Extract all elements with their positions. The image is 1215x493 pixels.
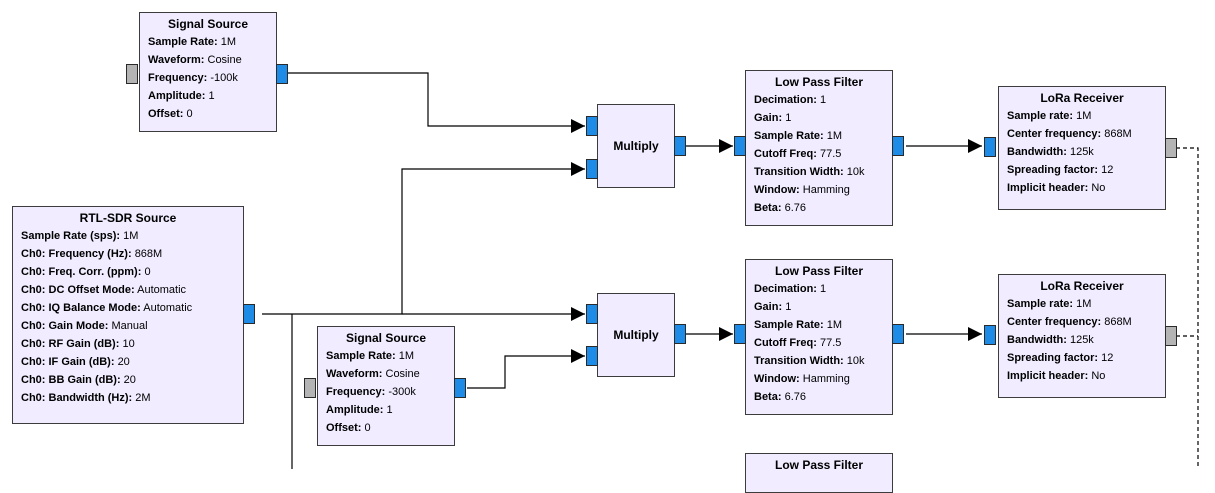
block-title: Low Pass Filter [774, 458, 864, 472]
rtlsdr-output-port[interactable] [243, 304, 255, 324]
lora-receiver-block-2[interactable]: LoRa Receiver Sample rate: 1M Center fre… [998, 274, 1166, 398]
block-title: Low Pass Filter [774, 75, 864, 89]
param-sample-rate: Sample Rate (sps): 1M [21, 230, 139, 242]
param-window: Window: Hamming [754, 184, 850, 196]
param-bandwidth: Bandwidth: 125k [1007, 146, 1094, 158]
lora2-input-port[interactable] [984, 325, 996, 345]
param-transition-width: Transition Width: 10k [754, 355, 865, 367]
param-iq-balance-mode: Ch0: IQ Balance Mode: Automatic [21, 302, 193, 314]
multiply-block-2[interactable]: Multiply [597, 293, 675, 377]
connections-layer [262, 72, 1199, 469]
param-spreading-factor: Spreading factor: 12 [1007, 164, 1114, 176]
param-bandwidth: Bandwidth: 125k [1007, 334, 1094, 346]
param-decimation: Decimation: 1 [754, 94, 827, 106]
lpf1-output-port[interactable] [892, 136, 904, 156]
param-dc-offset-mode: Ch0: DC Offset Mode: Automatic [21, 284, 187, 296]
block-title: Signal Source [167, 17, 249, 31]
param-implicit-header: Implicit header: No [1007, 182, 1106, 194]
param-amplitude: Amplitude: 1 [148, 90, 215, 102]
param-implicit-header: Implicit header: No [1007, 370, 1106, 382]
param-rf-gain: Ch0: RF Gain (dB): 10 [21, 338, 135, 350]
sigsrc2-output-port[interactable] [454, 378, 466, 398]
param-center-frequency: Center frequency: 868M [1007, 316, 1132, 328]
block-title: Low Pass Filter [774, 264, 864, 278]
param-gain: Gain: 1 [754, 301, 792, 313]
lora-receiver-block-1[interactable]: LoRa Receiver Sample rate: 1M Center fre… [998, 86, 1166, 210]
param-waveform: Waveform: Cosine [148, 54, 242, 66]
multiply2-input-port-0[interactable] [586, 304, 598, 324]
wire-rtlsdr-to-multiply1[interactable] [262, 162, 585, 315]
param-sample-rate: Sample Rate: 1M [326, 350, 415, 362]
block-title: Multiply [613, 328, 659, 342]
param-bandwidth: Ch0: Bandwidth (Hz): 2M [21, 392, 151, 404]
param-gain-mode: Ch0: Gain Mode: Manual [21, 320, 148, 332]
block-title: Signal Source [345, 331, 427, 345]
param-if-gain: Ch0: IF Gain (dB): 20 [21, 356, 130, 368]
param-frequency: Frequency: -100k [148, 72, 238, 84]
lora1-frames-msg-port[interactable] [1165, 138, 1177, 158]
param-sample-rate: Sample Rate: 1M [148, 36, 237, 48]
lpf1-input-port[interactable] [734, 136, 746, 156]
low-pass-filter-block-3[interactable]: Low Pass Filter [745, 453, 893, 493]
msg-wire-lora1[interactable] [1176, 147, 1199, 469]
block-title: Multiply [613, 139, 659, 153]
param-sample-rate: Sample Rate: 1M [754, 130, 843, 142]
param-center-frequency: Center frequency: 868M [1007, 128, 1132, 140]
param-cutoff-freq: Cutoff Freq: 77.5 [754, 337, 842, 349]
lora1-input-port[interactable] [984, 137, 996, 157]
block-title: LoRa Receiver [1040, 279, 1124, 293]
wire-sigsrc2-to-multiply2[interactable] [467, 349, 585, 389]
param-sample-rate: Sample rate: 1M [1007, 298, 1092, 310]
param-beta: Beta: 6.76 [754, 202, 806, 214]
param-frequency: Ch0: Frequency (Hz): 868M [21, 248, 163, 260]
lpf2-output-port[interactable] [892, 324, 904, 344]
low-pass-filter-block-1[interactable]: Low Pass Filter Decimation: 1 Gain: 1 Sa… [745, 70, 893, 226]
multiply1-input-port-1[interactable] [586, 159, 598, 179]
signal-source-block-2[interactable]: Signal Source Sample Rate: 1M Waveform: … [317, 326, 455, 446]
param-waveform: Waveform: Cosine [326, 368, 420, 380]
block-title: LoRa Receiver [1040, 91, 1124, 105]
lora2-frames-msg-port[interactable] [1165, 326, 1177, 346]
param-beta: Beta: 6.76 [754, 391, 806, 403]
multiply1-input-port-0[interactable] [586, 116, 598, 136]
lpf2-input-port[interactable] [734, 324, 746, 344]
sigsrc1-output-port[interactable] [276, 64, 288, 84]
param-bb-gain: Ch0: BB Gain (dB): 20 [21, 374, 136, 386]
param-decimation: Decimation: 1 [754, 283, 827, 295]
param-offset: Offset: 0 [148, 108, 193, 120]
wire-sigsrc1-to-multiply1[interactable] [288, 72, 585, 133]
signal-source-block-1[interactable]: Signal Source Sample Rate: 1M Waveform: … [139, 12, 277, 132]
param-sample-rate: Sample rate: 1M [1007, 110, 1092, 122]
sigsrc2-freq-msg-port[interactable] [304, 378, 316, 398]
param-sample-rate: Sample Rate: 1M [754, 319, 843, 331]
multiply2-input-port-1[interactable] [586, 346, 598, 366]
param-cutoff-freq: Cutoff Freq: 77.5 [754, 148, 842, 160]
param-frequency: Frequency: -300k [326, 386, 416, 398]
multiply1-output-port[interactable] [674, 136, 686, 156]
param-transition-width: Transition Width: 10k [754, 166, 865, 178]
param-window: Window: Hamming [754, 373, 850, 385]
param-offset: Offset: 0 [326, 422, 371, 434]
multiply2-output-port[interactable] [674, 324, 686, 344]
param-freq-corr: Ch0: Freq. Corr. (ppm): 0 [21, 266, 151, 278]
block-title: RTL-SDR Source [79, 211, 177, 225]
param-spreading-factor: Spreading factor: 12 [1007, 352, 1114, 364]
param-gain: Gain: 1 [754, 112, 792, 124]
multiply-block-1[interactable]: Multiply [597, 104, 675, 188]
sigsrc1-freq-msg-port[interactable] [126, 64, 138, 84]
param-amplitude: Amplitude: 1 [326, 404, 393, 416]
low-pass-filter-block-2[interactable]: Low Pass Filter Decimation: 1 Gain: 1 Sa… [745, 259, 893, 415]
rtl-sdr-source-block[interactable]: RTL-SDR Source Sample Rate (sps): 1M Ch0… [12, 206, 244, 424]
